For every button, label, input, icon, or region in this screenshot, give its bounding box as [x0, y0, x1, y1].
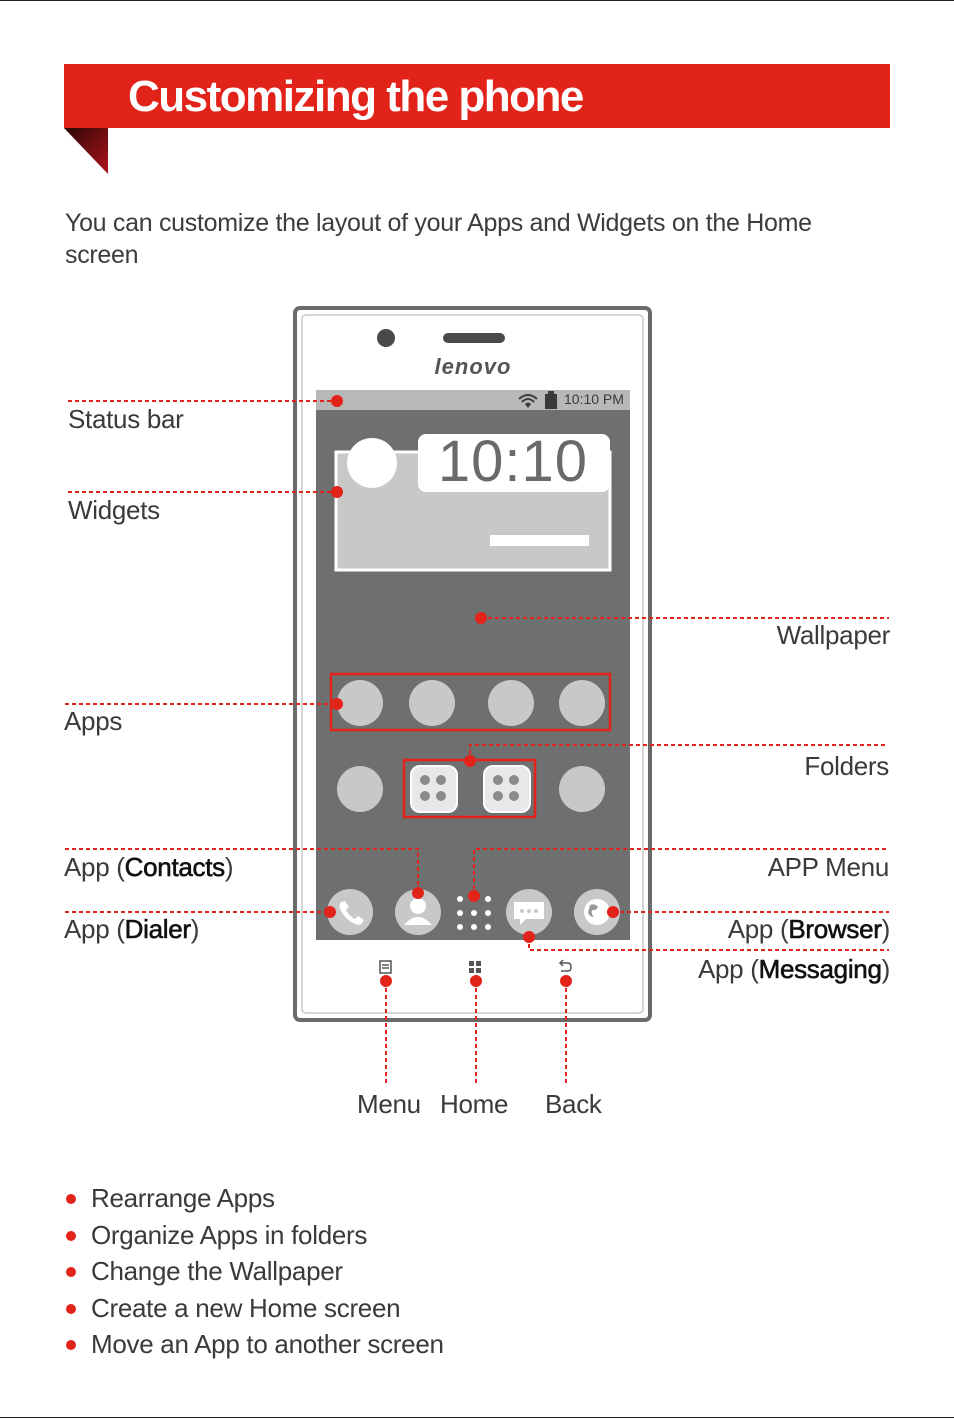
label-wallpaper: Wallpaper	[776, 620, 891, 650]
label-menu: Menu	[357, 1089, 421, 1119]
label-home: Home	[440, 1089, 509, 1119]
intro-text: You can customize the layout of your App…	[65, 209, 812, 269]
label-status-bar: Status bar	[68, 404, 184, 434]
label-folders: Folders	[804, 751, 889, 781]
feature-list: Rearrange Apps Organize Apps in folders …	[64, 1180, 444, 1363]
label-widgets: Widgets	[68, 495, 160, 525]
status-time: 10:10 PM	[564, 391, 624, 407]
page-title: Customizing the phone	[128, 72, 584, 121]
back-key-icon	[558, 959, 572, 972]
callout-lines	[65, 400, 889, 1085]
battery-icon	[545, 391, 557, 409]
title-banner	[64, 64, 890, 128]
folder-icon	[410, 765, 458, 813]
widget-bar	[490, 535, 589, 546]
app-icon	[559, 766, 605, 812]
bottom-rule	[0, 1417, 954, 1418]
earpiece-speaker	[443, 333, 505, 343]
label-app-contacts: App (Contacts)	[64, 852, 234, 883]
browser-icon	[574, 889, 620, 935]
menu-key-icon	[379, 960, 392, 974]
front-camera	[377, 329, 395, 347]
list-item: Organize Apps in folders	[64, 1217, 444, 1254]
messaging-icon	[506, 889, 552, 935]
label-app-messaging: App (Messaging)	[697, 954, 890, 985]
list-item: Move an App to another screen	[64, 1326, 444, 1363]
label-app-menu: APP Menu	[767, 852, 890, 882]
wifi-icon	[518, 394, 538, 408]
phone-bezel	[301, 314, 644, 1014]
list-item: Rearrange Apps	[64, 1180, 444, 1217]
banner-fold	[64, 128, 108, 174]
app-icon	[337, 766, 383, 812]
brand-logo: lenovo	[434, 354, 512, 379]
dialer-icon	[327, 889, 373, 935]
label-app-browser: App (Browser)	[727, 914, 891, 945]
label-apps: Apps	[64, 706, 123, 736]
label-app-dialer: App (Dialer)	[64, 914, 200, 945]
apps-highlight-box	[329, 672, 612, 732]
apps-row	[337, 680, 605, 726]
list-item: Change the Wallpaper	[64, 1253, 444, 1290]
widget-weather-icon	[347, 438, 397, 488]
folder-icon	[483, 765, 531, 813]
list-item: Create a new Home screen	[64, 1290, 444, 1327]
widget-clock: 10:10	[437, 429, 589, 494]
label-back: Back	[545, 1089, 602, 1119]
top-rule	[0, 0, 954, 1]
contacts-icon	[395, 889, 441, 935]
callout-dots	[324, 395, 619, 987]
phone-diagram	[65, 306, 889, 1085]
widget-clock-panel	[418, 434, 610, 492]
home-key-icon	[469, 961, 481, 973]
